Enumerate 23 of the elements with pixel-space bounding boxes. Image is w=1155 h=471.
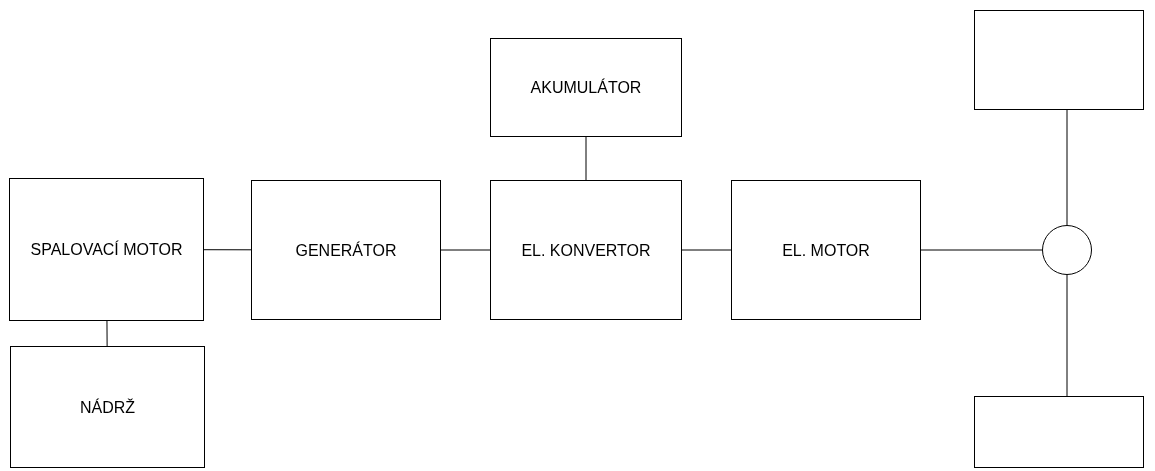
connector-line xyxy=(106,320,108,347)
block-box xyxy=(974,10,1144,110)
block-label: EL. KONVERTOR xyxy=(520,240,652,260)
connector-line xyxy=(585,136,587,181)
block-box xyxy=(731,180,921,320)
block-label: EL. MOTOR xyxy=(781,240,871,260)
connector-line xyxy=(920,249,1043,251)
block-box xyxy=(490,180,682,320)
connector-line xyxy=(1066,274,1068,397)
connector-line xyxy=(203,249,252,251)
block-label: GENERÁTOR xyxy=(294,240,398,260)
block-box xyxy=(490,38,682,137)
block-box xyxy=(974,396,1144,468)
block-box xyxy=(251,180,441,320)
connector-line xyxy=(1066,109,1068,226)
block-label: SPALOVACÍ MOTOR xyxy=(29,240,184,259)
connector-line xyxy=(440,249,491,251)
block-label: AKUMULÁTOR xyxy=(529,78,643,97)
block-label: NÁDRŽ xyxy=(78,397,137,417)
block-box xyxy=(9,178,204,321)
connector-line xyxy=(681,249,732,251)
block-box xyxy=(10,346,205,468)
junction-circle xyxy=(1042,225,1092,275)
